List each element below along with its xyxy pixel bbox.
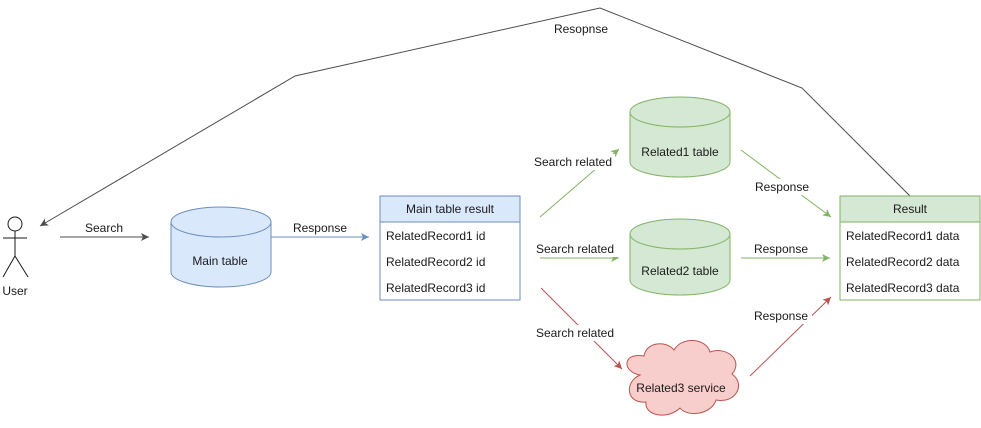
main-result-row: RelatedRecord2 id	[386, 255, 485, 269]
search-label: Search	[85, 221, 123, 235]
result-title: Result	[893, 202, 928, 216]
related2-table-cylinder	[629, 218, 731, 296]
user-label: User	[2, 284, 27, 298]
final-response-edge	[39, 7, 911, 227]
user-actor-icon	[2, 216, 29, 278]
result-row: RelatedRecord1 data	[846, 229, 960, 243]
related2-table-label: Related2 table	[641, 264, 719, 278]
search-related-2-label: Search related	[536, 242, 614, 256]
related3-service-label: Related3 service	[636, 381, 726, 395]
main-result-row: RelatedRecord1 id	[386, 229, 485, 243]
response-3-edge	[749, 296, 832, 377]
response-2-label: Response	[754, 242, 808, 256]
search-related-3-label: Search related	[536, 326, 614, 340]
result-box	[839, 195, 981, 301]
main-table-result-title: Main table result	[406, 202, 495, 216]
result-row: RelatedRecord3 data	[846, 281, 960, 295]
main-result-row: RelatedRecord3 id	[386, 281, 485, 295]
related3-service-cloud-icon	[626, 340, 739, 416]
final-response-label: Resopnse	[554, 22, 608, 36]
main-table-cylinder	[170, 206, 272, 288]
main-table-label: Main table	[192, 254, 248, 268]
result-row: RelatedRecord2 data	[846, 255, 960, 269]
related1-table-label: Related1 table	[641, 145, 719, 159]
related1-table-cylinder	[629, 96, 731, 178]
main-response-label: Response	[293, 221, 347, 235]
response-1-label: Response	[755, 180, 809, 194]
main-table-result-box	[379, 195, 521, 301]
response-3-label: Response	[754, 309, 808, 323]
search-related-1-label: Search related	[534, 155, 612, 169]
